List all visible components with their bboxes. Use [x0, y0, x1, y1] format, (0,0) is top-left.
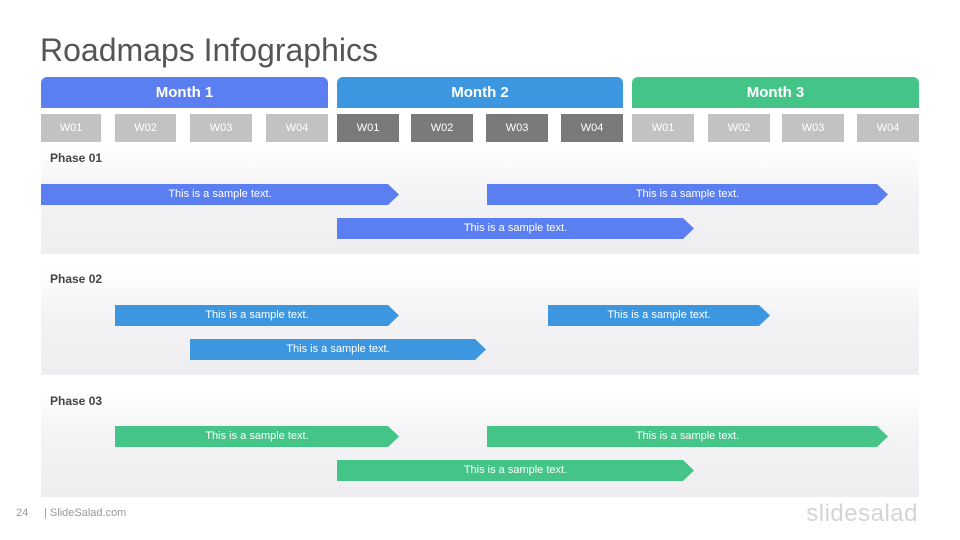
phase-01-bar-3: This is a sample text.	[337, 218, 694, 239]
footer-site: | SlideSalad.com	[44, 507, 127, 519]
month-header-1: Month 1	[41, 77, 328, 108]
week-cell: W02	[708, 114, 770, 142]
phase-02-bar-1: This is a sample text.	[115, 305, 399, 326]
month-header-3: Month 3	[632, 77, 919, 108]
week-cell: W01	[41, 114, 101, 142]
phase-03-bar-2: This is a sample text.	[487, 426, 888, 447]
phase-01-bar-2: This is a sample text.	[487, 184, 888, 205]
week-cell: W01	[632, 114, 694, 142]
month-header-2: Month 2	[337, 77, 623, 108]
phase-01-label: Phase 01	[50, 151, 103, 165]
week-cell: W04	[266, 114, 328, 142]
phase-02-bar-2: This is a sample text.	[548, 305, 770, 326]
week-cell: W03	[190, 114, 252, 142]
page-title: Roadmaps Infographics	[40, 32, 378, 68]
phase-03-label: Phase 03	[50, 394, 103, 408]
phase-02-label: Phase 02	[50, 272, 103, 286]
week-cell: W03	[782, 114, 844, 142]
phase-03-bar-3: This is a sample text.	[337, 460, 694, 481]
phase-03-bar-1: This is a sample text.	[115, 426, 399, 447]
week-cell: W03	[486, 114, 548, 142]
week-cell: W02	[115, 114, 176, 142]
brand-logo: slidesalad	[806, 500, 918, 527]
phase-01-bar-1: This is a sample text.	[41, 184, 399, 205]
week-cell: W02	[411, 114, 473, 142]
page-number: 24	[16, 507, 29, 519]
week-cell: W04	[561, 114, 623, 142]
phase-02-bar-3: This is a sample text.	[190, 339, 486, 360]
week-cell: W01	[337, 114, 399, 142]
week-cell: W04	[857, 114, 919, 142]
